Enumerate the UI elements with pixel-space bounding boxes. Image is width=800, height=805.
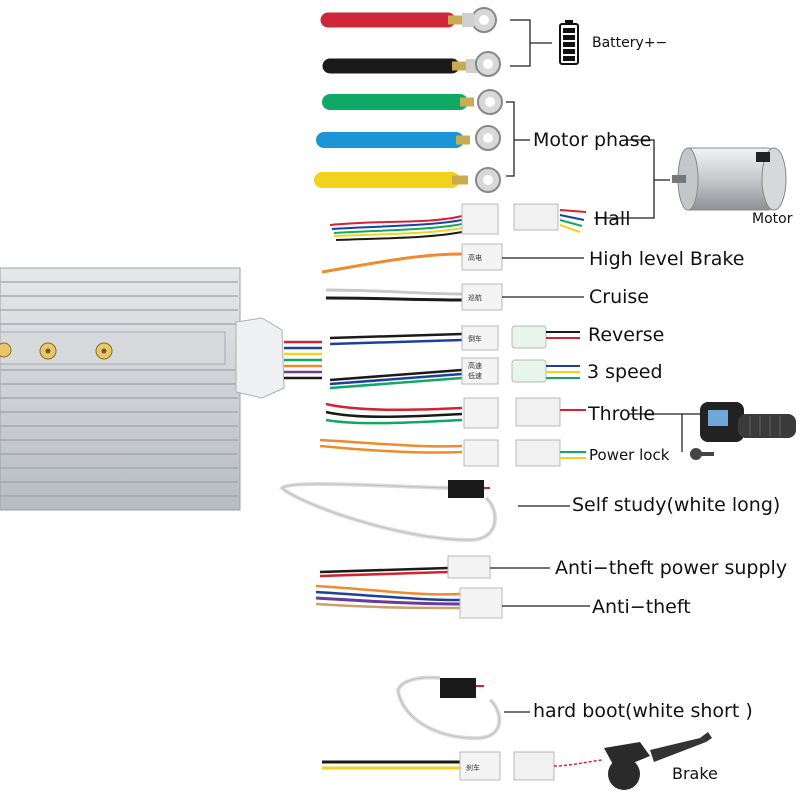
throttle-harness [325, 397, 700, 452]
mark-high-level-brake: 高电 [468, 253, 482, 262]
cruise-harness [325, 283, 584, 311]
motor-label: Motor [752, 211, 793, 227]
three-speed-harness [329, 357, 580, 390]
anti-theft-label: Anti−theft [592, 596, 691, 618]
motor-icon [672, 147, 787, 211]
phase-bracket [506, 101, 530, 177]
mark-reverse: 倒车 [468, 334, 482, 343]
high-level-brake-label: High level Brake [589, 248, 745, 270]
mark-three-speed-bottom: 低速 [468, 371, 482, 380]
self-study-label: Self study(white long) [572, 494, 781, 516]
motor-phase-cables [314, 89, 503, 193]
throttle-grip-icon [700, 402, 796, 442]
motor-phase-label: Motor phase [533, 129, 652, 151]
mark-brake: 刹车 [466, 763, 480, 772]
brake-lever-icon [604, 732, 712, 790]
throttle-label: Throtle [588, 403, 656, 425]
motor-leader-line [600, 139, 670, 219]
key-icon [690, 448, 714, 460]
battery-bracket [510, 19, 552, 67]
brake-harness [322, 751, 603, 781]
cruise-label: Cruise [589, 286, 649, 308]
reverse-label: Reverse [588, 324, 665, 346]
battery-icon [559, 20, 579, 65]
anti-theft-harness [315, 555, 590, 619]
battery-label: Battery+− [592, 35, 668, 51]
hall-label: Hall [594, 208, 631, 230]
three-speed-label: 3 speed [587, 361, 663, 383]
battery-cables [320, 7, 501, 77]
controller-icon [0, 267, 322, 511]
connector-marks: 高电 巡航 倒车 高速 低速 刹车 [466, 253, 482, 772]
power-lock-harness [319, 438, 586, 467]
brake-label: Brake [672, 764, 718, 783]
power-lock-label: Power lock [589, 446, 670, 464]
hard-boot-label: hard boot(white short ) [533, 700, 753, 722]
mark-cruise: 巡航 [468, 293, 482, 302]
self-study-loop [279, 480, 570, 543]
reverse-harness [329, 325, 580, 351]
hard-boot-loop [395, 675, 530, 741]
hall-harness [329, 203, 587, 241]
anti-theft-power-supply-label: Anti−theft power supply [555, 557, 788, 579]
mark-three-speed-top: 高速 [468, 361, 482, 370]
high-level-brake-harness [321, 243, 584, 274]
